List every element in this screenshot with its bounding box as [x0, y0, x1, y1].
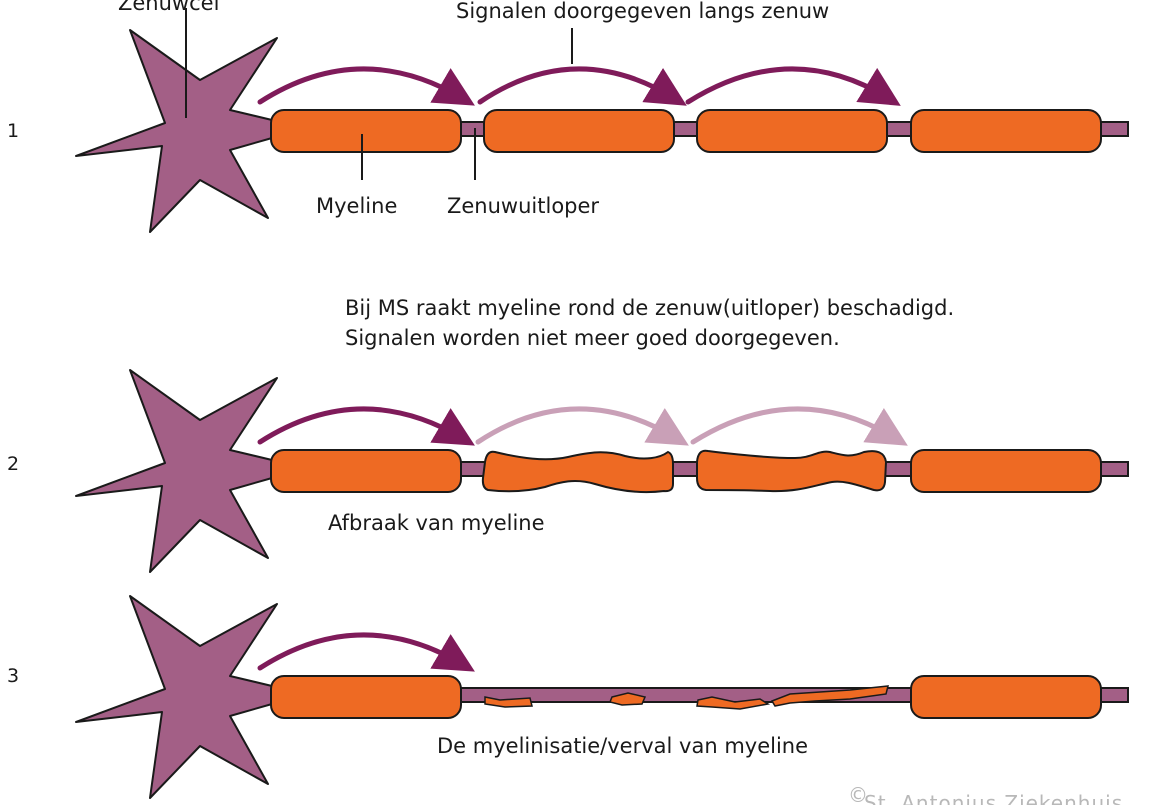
nerve-cell-body [75, 369, 278, 573]
row-3: 3 De myelinisatie/verval van myeline [7, 595, 1129, 799]
myelin-segment [270, 109, 462, 153]
signal-arrow [685, 66, 901, 106]
myelin-debris [608, 692, 647, 706]
explanation: Bij MS raakt myeline rond de zenuw(uitlo… [345, 296, 954, 350]
myelin-segment [483, 109, 675, 153]
myelin-segment [910, 109, 1102, 153]
myelin-segment [270, 449, 462, 493]
row-1: 1 Zenuwcel Signalen doorgegeven langs ze… [7, 0, 1129, 233]
copyright-symbol: © [848, 783, 869, 805]
row-2-number: 2 [7, 453, 19, 475]
myelin-label: Myeline [316, 194, 397, 218]
signal-label: Signalen doorgegeven langs zenuw [456, 0, 829, 23]
myelin-debris [484, 696, 533, 708]
myelin-debris [770, 685, 889, 707]
row-3-caption: De myelinisatie/verval van myeline [437, 734, 808, 758]
explanation-line-1: Bij MS raakt myeline rond de zenuw(uitlo… [345, 296, 954, 320]
myelin-segment [910, 675, 1102, 719]
myelin-segment [696, 109, 888, 153]
weak-signal-arrow [690, 406, 908, 446]
row-2: 2 Afbraak van myeline [7, 369, 1129, 573]
damaged-myelin-segment [696, 449, 888, 493]
signal-arrow [257, 406, 475, 446]
signal-arrow [477, 66, 687, 106]
myelin-segment [910, 449, 1102, 493]
myelin-debris [696, 696, 771, 710]
row-2-caption: Afbraak van myeline [328, 511, 545, 535]
weak-signal-arrow [475, 406, 689, 446]
axon-label: Zenuwuitloper [447, 194, 599, 218]
row-1-number: 1 [7, 120, 19, 142]
signal-arrow [257, 632, 475, 672]
zenuwcel-label: Zenuwcel [118, 0, 219, 15]
explanation-line-2: Signalen worden niet meer goed doorgegev… [345, 326, 840, 350]
signal-arrow [257, 66, 475, 106]
myelin-segment [270, 675, 462, 719]
damaged-myelin-segment [481, 450, 674, 494]
credit-text: St. Antonius Ziekenhuis [864, 791, 1123, 805]
copyright-credit: © St. Antonius Ziekenhuis [848, 783, 1123, 805]
nerve-cell-body [75, 595, 278, 799]
row-3-number: 3 [7, 665, 19, 687]
nerve-cell-body [75, 29, 278, 233]
